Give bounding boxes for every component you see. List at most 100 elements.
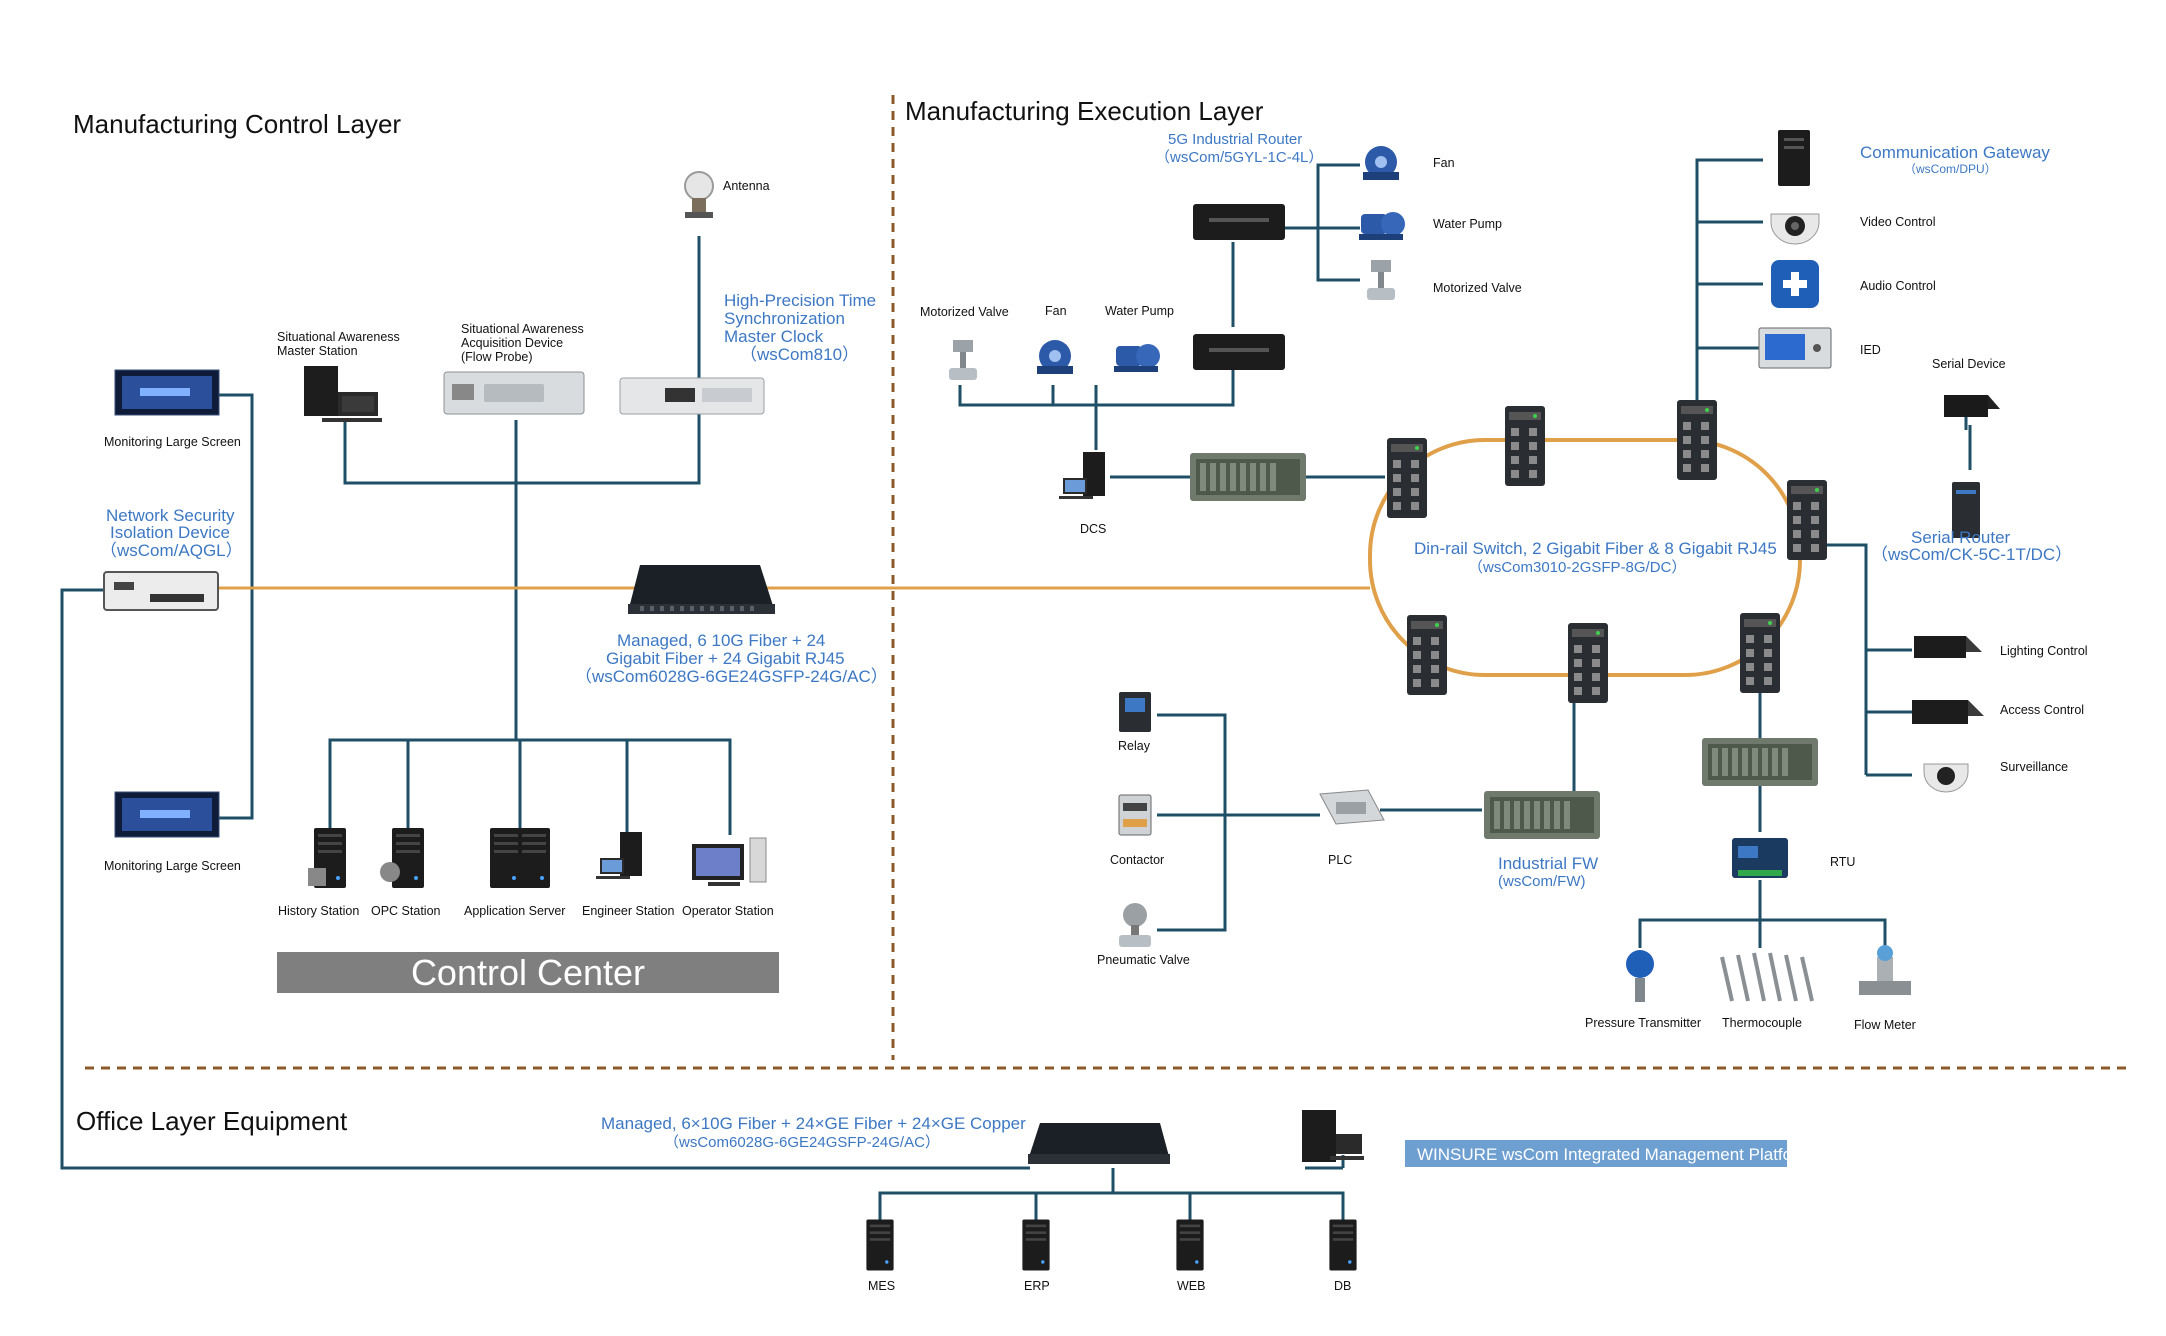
clock-label-1: High-Precision Time (724, 291, 876, 310)
ring-switch-5 (1407, 615, 1447, 695)
pump-top-icon (1359, 212, 1405, 240)
monitor-screen-top (114, 369, 220, 416)
fan-top-icon (1363, 146, 1399, 180)
audio-control-icon (1771, 260, 1819, 308)
clock-label-4: （wsCom810） (740, 345, 859, 364)
nsid-device (103, 571, 219, 611)
rtu-label: RTU (1830, 855, 1855, 869)
gateway-label-2: （wsCom/DPU） (1904, 162, 1997, 176)
core-switch-device (628, 565, 775, 614)
office-switch-label-1: Managed, 6×10G Fiber + 24×GE Fiber + 24×… (601, 1114, 1026, 1133)
station-label-engineer: Engineer Station (582, 904, 674, 918)
ring-switch-7 (1740, 613, 1780, 693)
serial-router-label-2: （wsCom/CK-5C-1T/DC） (1871, 545, 2072, 564)
antenna-device (684, 171, 714, 218)
serial-device-label: Serial Device (1932, 357, 2006, 371)
router-5g-top (1193, 204, 1285, 240)
ring-switch-2 (1505, 406, 1545, 486)
monitor-screen-bottom (114, 791, 220, 838)
office-server-web (1176, 1219, 1204, 1271)
fan-left-label: Fan (1045, 304, 1067, 318)
rtu-icon (1732, 838, 1788, 878)
sa-acq-label-1: Situational Awareness (461, 322, 584, 336)
flow-meter-icon (1859, 945, 1911, 995)
pressure-transmitter-label: Pressure Transmitter (1585, 1016, 1701, 1030)
valve-top-icon (1367, 260, 1395, 300)
valve-top-label: Motorized Valve (1433, 281, 1522, 295)
ring-switch-label-2: （wsCom3010-2GSFP-8G/DC） (1468, 559, 1686, 576)
station-label-history: History Station (278, 904, 359, 918)
platform-button[interactable]: WINSURE wsCom Integrated Management Plat… (1405, 1140, 1812, 1167)
lighting-control-icon (1914, 636, 1982, 658)
platform-server-icon (1302, 1110, 1364, 1162)
core-switch-label-2: Gigabit Fiber + 24 Gigabit RJ45 (606, 649, 845, 668)
industrial-fw-label-1: Industrial FW (1498, 854, 1598, 873)
router-5g-bottom (1193, 334, 1285, 370)
office-server-label-web: WEB (1177, 1279, 1205, 1293)
flow-meter-label: Flow Meter (1854, 1018, 1916, 1032)
ring-switch-label-1: Din-rail Switch, 2 Gigabit Fiber & 8 Gig… (1414, 539, 1777, 558)
video-control-icon (1770, 213, 1820, 245)
industrial-fw-label-2: (wsCom/FW) (1498, 873, 1585, 890)
gateway-label-1: Communication Gateway (1860, 143, 2050, 162)
office-server-db (1329, 1219, 1357, 1271)
platform-label: WINSURE wsCom Integrated Management Plat… (1417, 1145, 1812, 1164)
surveillance-icon (1923, 763, 1969, 793)
office-server-label-db: DB (1334, 1279, 1351, 1293)
monitor-bottom-label: Monitoring Large Screen (104, 859, 241, 873)
monitor-top-label: Monitoring Large Screen (104, 435, 241, 449)
antenna-label: Antenna (723, 179, 770, 193)
application-server-icon (490, 828, 550, 888)
router-label-1: 5G Industrial Router (1168, 131, 1302, 148)
pump-top-label: Water Pump (1433, 217, 1502, 231)
relay-icon (1119, 692, 1151, 732)
ring-switch-3 (1677, 400, 1717, 480)
dcs-label: DCS (1080, 522, 1106, 536)
serial-router-icon (1952, 482, 1980, 538)
ied-icon (1758, 327, 1832, 369)
dcs-controller-chassis (1190, 453, 1306, 501)
rtu-chassis-icon (1702, 738, 1818, 786)
video-control-label: Video Control (1860, 215, 1936, 229)
plc-icon (1319, 789, 1385, 825)
engineer-station-icon (596, 832, 642, 879)
execution-layer-title: Manufacturing Execution Layer (905, 96, 1264, 126)
pump-left-icon (1114, 344, 1160, 372)
history-station-icon (308, 828, 346, 888)
dcs-icon (1059, 452, 1105, 499)
station-label-application: Application Server (464, 904, 565, 918)
pressure-transmitter-icon (1626, 950, 1654, 1002)
nsid-label-1: Network Security (106, 506, 235, 525)
ring-switch-1 (1387, 438, 1427, 518)
relay-label: Relay (1118, 739, 1151, 753)
industrial-fw-icon (1484, 791, 1600, 839)
sa-master-workstation (304, 366, 382, 422)
sa-master-label-1: Situational Awareness (277, 330, 400, 344)
control-center-panel (277, 952, 779, 993)
operator-station-icon (692, 837, 767, 886)
office-server-label-mes: MES (868, 1279, 895, 1293)
sa-acq-label-3: (Flow Probe) (461, 350, 533, 364)
nsid-label-2: Isolation Device (110, 523, 230, 542)
office-switch-device (1028, 1123, 1170, 1164)
contactor-icon (1118, 794, 1152, 836)
access-control-icon (1912, 700, 1984, 724)
core-switch-label-1: Managed, 6 10G Fiber + 24 (617, 631, 825, 650)
valve-left-icon (949, 340, 977, 380)
audio-control-label: Audio Control (1860, 279, 1936, 293)
control-center-title: Control Center (411, 952, 645, 993)
router-label-2: （wsCom/5GYL-1C-4L） (1155, 149, 1323, 166)
ied-label: IED (1860, 343, 1881, 357)
nsid-label-3: （wsCom/AQGL） (100, 541, 243, 560)
opc-station-icon (380, 828, 424, 888)
sa-acquisition-device (443, 371, 585, 415)
plc-label: PLC (1328, 853, 1352, 867)
time-sync-clock-device (619, 377, 765, 415)
surveillance-label: Surveillance (2000, 760, 2068, 774)
fan-left-icon (1037, 340, 1073, 374)
communication-gateway-icon (1778, 130, 1810, 186)
serial-router-label-1: Serial Router (1911, 528, 2011, 547)
valve-left-label: Motorized Valve (920, 305, 1009, 319)
ring-switch-4 (1787, 480, 1827, 560)
